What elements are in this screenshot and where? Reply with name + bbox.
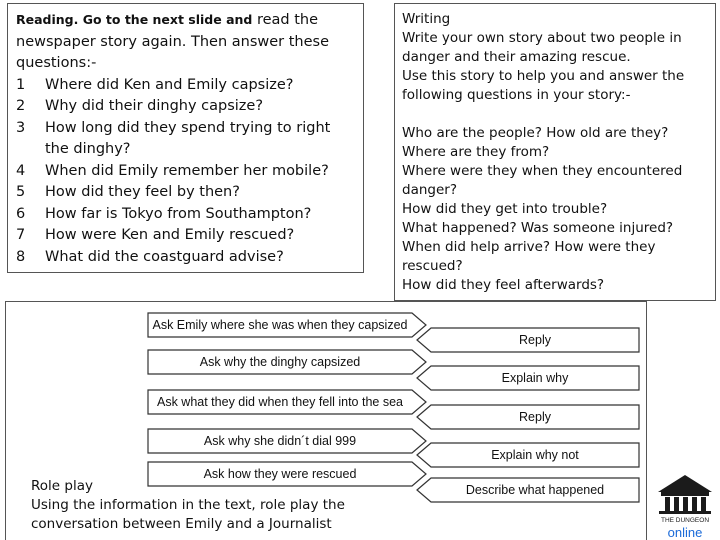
writing-question: When did help arrive? How were they resc… bbox=[402, 239, 656, 274]
building-icon: THE DUNGEON bbox=[658, 475, 712, 524]
journalist-prompt-arrow: Ask Emily where she was when they capsiz… bbox=[147, 311, 427, 339]
question-text: How were Ken and Emily rescued? bbox=[45, 227, 295, 243]
emily-response-label: Reply bbox=[519, 410, 551, 424]
emily-response-label: Explain why not bbox=[491, 448, 579, 462]
writing-title: Writing bbox=[402, 11, 451, 27]
question-item: 2 Why did their dinghy capsize? bbox=[16, 96, 355, 118]
question-number: 5 bbox=[16, 184, 26, 200]
reading-intro: newspaper story again. Then answer these… bbox=[16, 33, 330, 72]
writing-question: Who are the people? How old are they? Wh… bbox=[402, 125, 669, 160]
arrow-left-shape bbox=[416, 365, 640, 391]
question-text: How did they feel by then? bbox=[45, 184, 240, 200]
question-item: 8 What did the coastguard advise? bbox=[16, 247, 355, 269]
journalist-prompt-arrow: Ask why the dinghy capsized bbox=[147, 348, 427, 376]
arrow-left-shape bbox=[416, 327, 640, 353]
journalist-prompt-arrow: Ask what they did when they fell into th… bbox=[147, 388, 427, 416]
question-number: 3 bbox=[16, 119, 26, 136]
question-text: Where did Ken and Emily capsize? bbox=[45, 76, 294, 93]
writing-intro-line: Write your own story about two people in… bbox=[402, 30, 682, 65]
journalist-prompt-label: Ask how they were rescued bbox=[203, 467, 357, 481]
reading-heading-rest: read the bbox=[252, 12, 319, 28]
emily-response-arrow: Reply bbox=[416, 403, 640, 431]
question-item: 6 How far is Tokyo from Southampton? bbox=[16, 204, 355, 226]
journalist-prompt-label: Ask Emily where she was when they capsiz… bbox=[152, 318, 408, 332]
question-item: 7 How were Ken and Emily rescued? bbox=[16, 225, 355, 247]
writing-question: What happened? Was someone injured? bbox=[402, 220, 674, 236]
question-number: 7 bbox=[16, 227, 26, 243]
logo-online-label: online bbox=[667, 525, 703, 540]
reading-questions: 1 Where did Ken and Emily capsize? 2 Why d… bbox=[16, 75, 355, 269]
arrow-left-shape bbox=[416, 404, 640, 430]
journalist-prompt-arrow: Ask how they were rescued bbox=[147, 460, 427, 488]
question-item: 5 How did they feel by then? bbox=[16, 182, 355, 204]
question-text: Why did their dinghy capsize? bbox=[45, 98, 264, 114]
roleplay-title: Role play bbox=[31, 478, 93, 494]
question-number: 8 bbox=[16, 248, 26, 265]
roleplay-panel bbox=[5, 301, 647, 540]
emily-response-arrow: Explain why bbox=[416, 364, 640, 392]
emily-response-arrow: Explain why not bbox=[416, 441, 640, 469]
logo-text: THE DUNGEON bbox=[661, 517, 709, 524]
emily-response-arrow: Reply bbox=[416, 326, 640, 354]
arrow-left-shape bbox=[416, 442, 640, 468]
arrow-right-shape bbox=[147, 428, 427, 454]
arrow-right-shape bbox=[147, 461, 427, 487]
question-item: 3 How long did they spend trying to right… bbox=[16, 118, 355, 161]
question-item: 4 When did Emily remember her mobile? bbox=[16, 161, 355, 183]
journalist-prompt-label: Ask why the dinghy capsized bbox=[199, 355, 361, 369]
writing-panel: Writing Write your own story about two p… bbox=[394, 3, 716, 301]
reading-heading-bold: Reading. Go to the next slide and bbox=[16, 12, 253, 27]
dungeon-online-logo: THE DUNGEON online bbox=[654, 472, 716, 540]
journalist-prompt-label: Ask what they did when they fell into th… bbox=[157, 395, 403, 409]
question-item: 1 Where did Ken and Emily capsize? bbox=[16, 75, 355, 97]
emily-response-label: Reply bbox=[519, 333, 551, 347]
arrow-right-shape bbox=[147, 312, 427, 338]
arrow-left-shape bbox=[416, 477, 640, 503]
question-number: 6 bbox=[16, 205, 26, 222]
roleplay-instructions: Role play Using the information in the t… bbox=[31, 477, 371, 534]
roleplay-body: Using the information in the text, role … bbox=[31, 497, 345, 532]
writing-question: Where were they when they encountered da… bbox=[402, 163, 683, 198]
question-text: How long did they spend trying to right … bbox=[45, 119, 331, 158]
reading-panel: Reading. Go to the next slide and read t… bbox=[7, 3, 364, 273]
question-text: How far is Tokyo from Southampton? bbox=[45, 205, 312, 222]
writing-intro-line: Use this story to help you and answer th… bbox=[402, 68, 685, 103]
question-text: What did the coastguard advise? bbox=[45, 248, 284, 265]
question-number: 1 bbox=[16, 76, 26, 93]
journalist-prompt-arrow: Ask why she didn´t dial 999 bbox=[147, 427, 427, 455]
question-number: 2 bbox=[16, 98, 26, 114]
writing-question: How did they feel afterwards? bbox=[402, 277, 605, 293]
reading-heading: Reading. Go to the next slide and read t… bbox=[16, 10, 355, 32]
arrow-right-shape bbox=[147, 349, 427, 375]
question-number: 4 bbox=[16, 162, 26, 179]
emily-response-arrow: Describe what happened bbox=[416, 476, 640, 504]
arrow-right-shape bbox=[147, 389, 427, 415]
question-text: When did Emily remember her mobile? bbox=[45, 162, 329, 179]
writing-question: How did they get into trouble? bbox=[402, 201, 608, 217]
emily-response-label: Explain why bbox=[501, 371, 569, 385]
journalist-prompt-label: Ask why she didn´t dial 999 bbox=[203, 434, 357, 448]
emily-response-label: Describe what happened bbox=[465, 483, 605, 497]
